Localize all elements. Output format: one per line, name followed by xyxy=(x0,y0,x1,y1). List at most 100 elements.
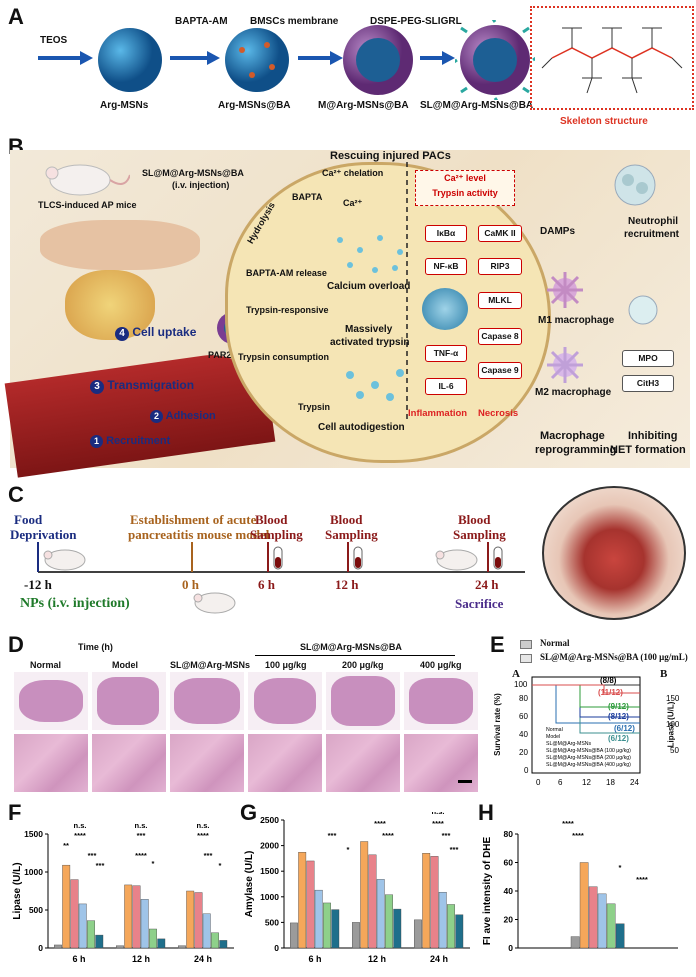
y-tick-label: 2000 xyxy=(260,841,279,851)
rescuing-title: Rescuing injured PACs xyxy=(330,150,451,162)
he-image-200-high xyxy=(326,734,400,792)
group-underline xyxy=(255,655,455,656)
bapta-label: BAPTA xyxy=(292,192,323,202)
bar-normal xyxy=(351,922,360,949)
he-image-400-high xyxy=(404,734,478,792)
bar-ba200 xyxy=(606,903,616,949)
food-label-1: Food xyxy=(14,512,43,527)
np4-label: SL@M@Arg-MSNs@BA xyxy=(420,100,534,111)
y-tick-label: 60 xyxy=(504,858,514,868)
mice-label: TLCS-induced AP mice xyxy=(38,200,137,210)
survival-y-ticks: 0 20 40 60 80 100 xyxy=(514,680,529,775)
he-image-200-low xyxy=(326,672,400,730)
neutrophil-icon xyxy=(614,164,656,206)
he-image-model-high xyxy=(92,734,166,792)
arrow-icon xyxy=(420,51,455,65)
calcium-overload-label: Calcium overload xyxy=(327,281,411,292)
nucleus-illustration xyxy=(422,288,468,330)
establish-label-2: pancreatitis mouse model xyxy=(128,527,270,542)
he-image-100-low xyxy=(248,672,322,730)
mouse-icon xyxy=(43,549,86,571)
capase8-box: Capase 8 xyxy=(478,328,522,345)
bar-ba100 xyxy=(438,891,447,949)
np3-label: M@Arg-MSNs@BA xyxy=(318,100,409,111)
survival-ytick-100: 100 xyxy=(514,680,528,689)
significance-label: *** xyxy=(88,851,97,860)
y-axis-label: Lipase (U/L) xyxy=(12,862,23,919)
survival-ytick-80: 80 xyxy=(519,694,528,703)
nfkb-box: NF-κB xyxy=(425,258,467,275)
bar-sl_msn xyxy=(70,879,79,949)
lipase-b-ytick-150: 150 xyxy=(666,694,680,703)
he-col-normal: Normal xyxy=(30,660,62,670)
y-tick-label: 500 xyxy=(29,905,43,915)
mouse-icon xyxy=(193,592,236,614)
bapta-release-label: BAPTA-AM release xyxy=(246,268,327,278)
time-0: 0 h xyxy=(182,577,199,592)
bar-sl_msn xyxy=(306,860,315,949)
m2-label: M2 macrophage xyxy=(535,387,612,398)
bar-ba400 xyxy=(95,934,104,949)
skeleton-structure-box xyxy=(530,6,694,110)
legend-item-normal: Normal xyxy=(546,727,563,733)
macro-reprog1-label: Macrophage xyxy=(540,430,605,442)
acinar-cluster-illustration xyxy=(65,270,155,340)
bar-normal xyxy=(54,944,62,949)
skeleton-label: Skeleton structure xyxy=(560,116,648,127)
bar-sl_msn xyxy=(588,886,598,949)
ca-chelation-label: Ca²⁺ chelation xyxy=(322,168,384,178)
time-h-label: Time (h) xyxy=(78,642,113,652)
bar-model xyxy=(62,864,71,949)
bapta-am-label: BAPTA-AM xyxy=(175,16,228,27)
ca-trypsin-box: Ca²⁺ level Trypsin activity xyxy=(415,170,515,206)
significance-label: * xyxy=(219,861,222,870)
significance-label: **** xyxy=(382,831,394,840)
neutrophil-label: Neutrophil xyxy=(628,216,678,227)
np2-label: Arg-MSNs@BA xyxy=(218,100,291,111)
lipase-b-y-ticks: 50 100 150 xyxy=(666,694,680,755)
survival-xtick-6: 6 xyxy=(558,778,563,787)
time-24: 24 h xyxy=(475,577,499,592)
bar-ba200 xyxy=(447,904,455,949)
cith3-label: CitH3 xyxy=(636,378,660,388)
bar-ba400 xyxy=(157,938,166,949)
inflammation-label: Inflammation xyxy=(408,408,468,419)
significance-label: **** xyxy=(432,819,444,828)
y-tick-label: 20 xyxy=(504,915,514,925)
significance-label: * xyxy=(619,863,622,872)
legend-item-ba100: SL@M@Arg-MSNs@BA (100 μg/kg) xyxy=(546,748,631,754)
arrow-icon xyxy=(298,51,343,65)
bar-ba400 xyxy=(219,940,228,949)
y-tick-label: 1000 xyxy=(260,892,279,902)
establish-label-1: Establishment of acute xyxy=(130,512,257,527)
legend-sl-swatch xyxy=(520,654,532,663)
survival-xtick-0: 0 xyxy=(536,778,541,787)
annotation-8-12: (8/12) xyxy=(608,712,629,721)
blood-sampling-12h-1: Blood xyxy=(330,512,363,527)
y-tick-label: 1500 xyxy=(24,829,43,839)
food-label-2: Deprivation xyxy=(10,527,77,542)
he-image-sl-high xyxy=(170,734,244,792)
macro-reprog2-label: reprogramming xyxy=(535,444,617,456)
significance-label: *** xyxy=(328,831,337,840)
y-tick-label: 80 xyxy=(504,829,514,839)
lipase-b-ytick-100: 100 xyxy=(666,720,680,729)
trypsin-consumption-label: Trypsin consumption xyxy=(238,352,330,362)
mlkl-box: MLKL xyxy=(478,292,522,309)
ikba-box: IκBα xyxy=(425,225,467,242)
significance-label: *** xyxy=(450,845,459,854)
significance-label: *** xyxy=(137,831,146,840)
mpo-label: MPO xyxy=(638,353,658,363)
he-col-400: 400 μg/kg xyxy=(420,660,462,670)
he-col-model: Model xyxy=(112,660,138,670)
legend-normal-swatch xyxy=(520,640,532,649)
legend-item-ba200: SL@M@Arg-MSNs@BA (200 μg/kg) xyxy=(546,755,631,761)
he-image-model-low xyxy=(92,672,166,730)
significance-label: ** xyxy=(63,841,69,850)
he-image-normal-high xyxy=(14,734,88,792)
significance-label: **** xyxy=(370,812,382,816)
significance-label: **** xyxy=(135,851,147,860)
panel-label-d: D xyxy=(8,632,24,657)
mouse-icon xyxy=(435,549,478,571)
